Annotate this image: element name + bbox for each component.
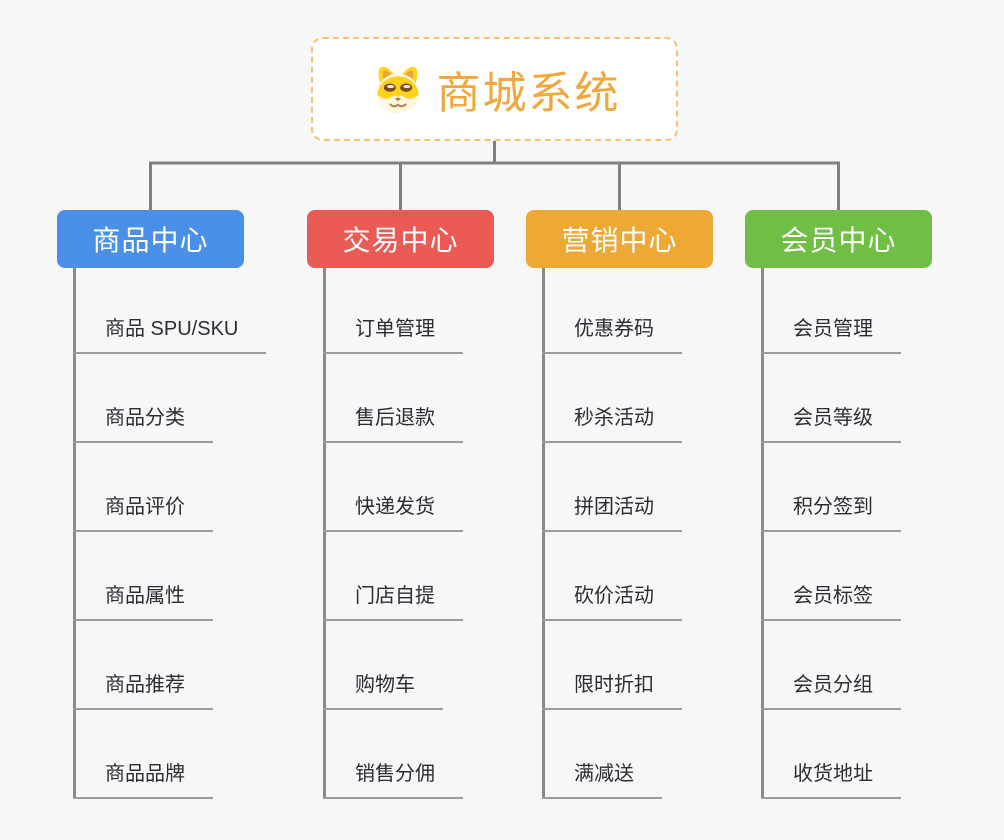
branch-node-product-center[interactable]: 商品中心 [57,210,244,268]
child-node[interactable]: 满减送 [542,761,662,799]
child-node[interactable]: 会员等级 [761,405,901,443]
child-node[interactable]: 会员标签 [761,583,901,621]
child-node[interactable]: 商品品牌 [73,761,213,799]
child-node[interactable]: 商品评价 [73,494,213,532]
branch-node-trade-center[interactable]: 交易中心 [307,210,494,268]
child-node[interactable]: 砍价活动 [542,583,682,621]
child-node[interactable]: 售后退款 [323,405,463,443]
child-node[interactable]: 秒杀活动 [542,405,682,443]
branch-vertical-line [761,268,764,799]
child-node[interactable]: 拼团活动 [542,494,682,532]
child-node[interactable]: 购物车 [323,672,443,710]
child-node[interactable]: 会员管理 [761,316,901,354]
child-node[interactable]: 会员分组 [761,672,901,710]
branch-node-marketing-center[interactable]: 营销中心 [526,210,713,268]
branch-label: 商品中心 [92,225,209,256]
child-node[interactable]: 收货地址 [761,761,901,799]
child-node[interactable]: 商品 SPU/SKU [73,316,267,354]
child-node[interactable]: 快递发货 [323,494,463,532]
child-node[interactable]: 优惠券码 [542,316,682,354]
branch-label: 营销中心 [561,225,678,256]
branch-node-member-center[interactable]: 会员中心 [745,210,932,268]
child-node[interactable]: 积分签到 [761,494,901,532]
child-node[interactable]: 商品属性 [73,583,213,621]
dog-icon [376,66,419,114]
branch-vertical-line [323,268,326,799]
child-node[interactable]: 商品分类 [73,405,213,443]
branch-label: 交易中心 [342,225,459,256]
child-node[interactable]: 商品推荐 [73,672,213,710]
root-node[interactable]: 商城系统 [311,37,678,141]
child-node[interactable]: 限时折扣 [542,672,682,710]
branch-label: 会员中心 [780,225,897,256]
child-node[interactable]: 订单管理 [323,316,463,354]
child-node[interactable]: 门店自提 [323,583,463,621]
branch-vertical-line [542,268,545,799]
branch-vertical-line [73,268,76,799]
root-title: 商城系统 [436,69,621,118]
child-node[interactable]: 销售分佣 [323,761,463,799]
